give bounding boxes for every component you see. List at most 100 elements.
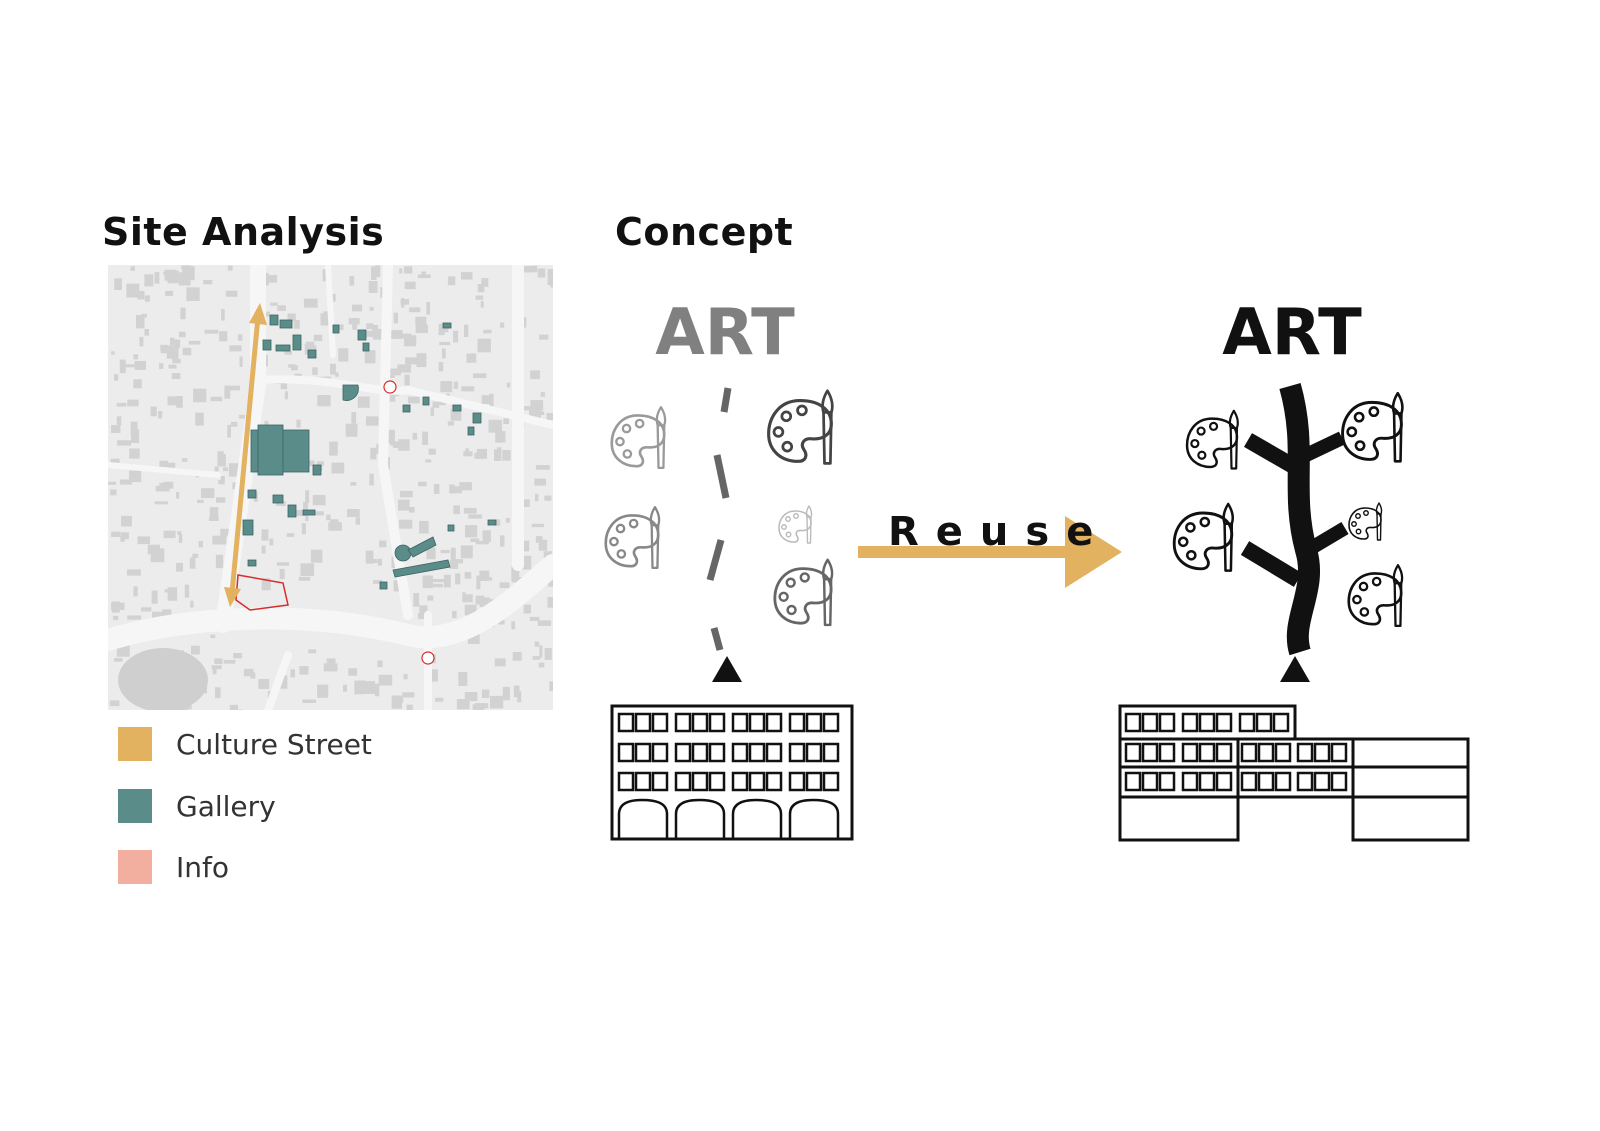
map-block [467,632,480,644]
map-block [407,396,420,404]
legend-label: Gallery [176,789,276,823]
map-block [464,692,478,702]
map-block [401,298,405,308]
map-block [502,450,511,461]
map-block [433,583,443,588]
map-block [312,494,326,506]
map-block [400,490,413,498]
map-block [529,407,536,416]
map-block [404,374,410,386]
map-block [150,406,157,417]
map-block [220,476,225,485]
map-block [159,460,169,468]
map-block [178,534,183,543]
map-block [170,337,175,346]
map-block [177,531,182,535]
map-block [464,594,473,603]
map-block [284,351,292,355]
map-block [373,328,384,340]
legend-item-info: Info [118,849,229,885]
map-block [399,519,413,529]
map-block [475,703,479,710]
dashed-path [706,387,732,651]
map-block [277,305,286,311]
map-block [258,679,270,689]
map-block [220,528,235,537]
map-block [186,287,200,301]
map-block [476,448,487,459]
map-block [311,511,324,516]
map-block [294,509,305,516]
map-block [270,302,278,306]
map-block [535,465,550,470]
map-block [212,535,227,545]
map-block [238,414,246,419]
map-block [345,423,358,437]
map-block [276,562,290,566]
map-block [330,363,336,375]
map-block [388,429,395,444]
map-block [308,460,315,467]
legend-item-culture-street: Culture Street [118,726,372,762]
map-block [300,563,315,576]
map-block [442,348,446,359]
map-block [389,330,403,339]
map-block [482,530,491,543]
map-block [426,302,430,315]
map-block [453,505,460,515]
map-block [192,553,199,558]
map-block [305,490,310,503]
map-block [404,337,417,347]
map-block [460,545,473,559]
map-block [499,582,510,588]
map-block [534,478,546,486]
map-block [452,610,457,619]
map-block [398,499,410,511]
map-block [316,461,324,466]
map-block [389,368,401,376]
map-block [313,334,323,342]
map-block [214,466,219,472]
map-block [201,488,215,499]
map-block [167,587,178,601]
map-block [530,265,538,273]
map-block [549,681,553,691]
map-block [430,407,434,416]
map-block [187,266,191,278]
map-block [209,507,219,519]
map-block [377,660,383,668]
palette-icon [1185,409,1239,470]
map-block [131,429,140,444]
map-block [532,656,541,660]
map-block [544,648,552,660]
map-block [286,533,295,537]
map-block [212,669,217,675]
map-block [301,523,306,535]
map-block [487,577,493,581]
map-block [392,442,405,448]
map-block [210,396,223,402]
map-block [331,293,336,302]
map-block [133,354,139,360]
map-block [122,364,135,368]
map-block [447,421,454,426]
map-block [513,685,520,698]
map-block [379,540,387,548]
map-block [326,658,336,664]
map-block [416,353,427,368]
map-block [481,395,493,404]
map-block [227,265,233,271]
map-block [464,572,472,579]
map-block [456,699,470,710]
map-block [506,382,511,388]
map-block [121,532,129,540]
map-block [317,684,329,698]
map-block [370,447,377,460]
map-block [438,323,445,336]
map-block [402,692,415,698]
art-label-after: ART [1222,296,1362,370]
map-block [163,481,174,489]
map-block [547,269,553,280]
map-block [111,602,125,610]
map-block [108,481,117,485]
